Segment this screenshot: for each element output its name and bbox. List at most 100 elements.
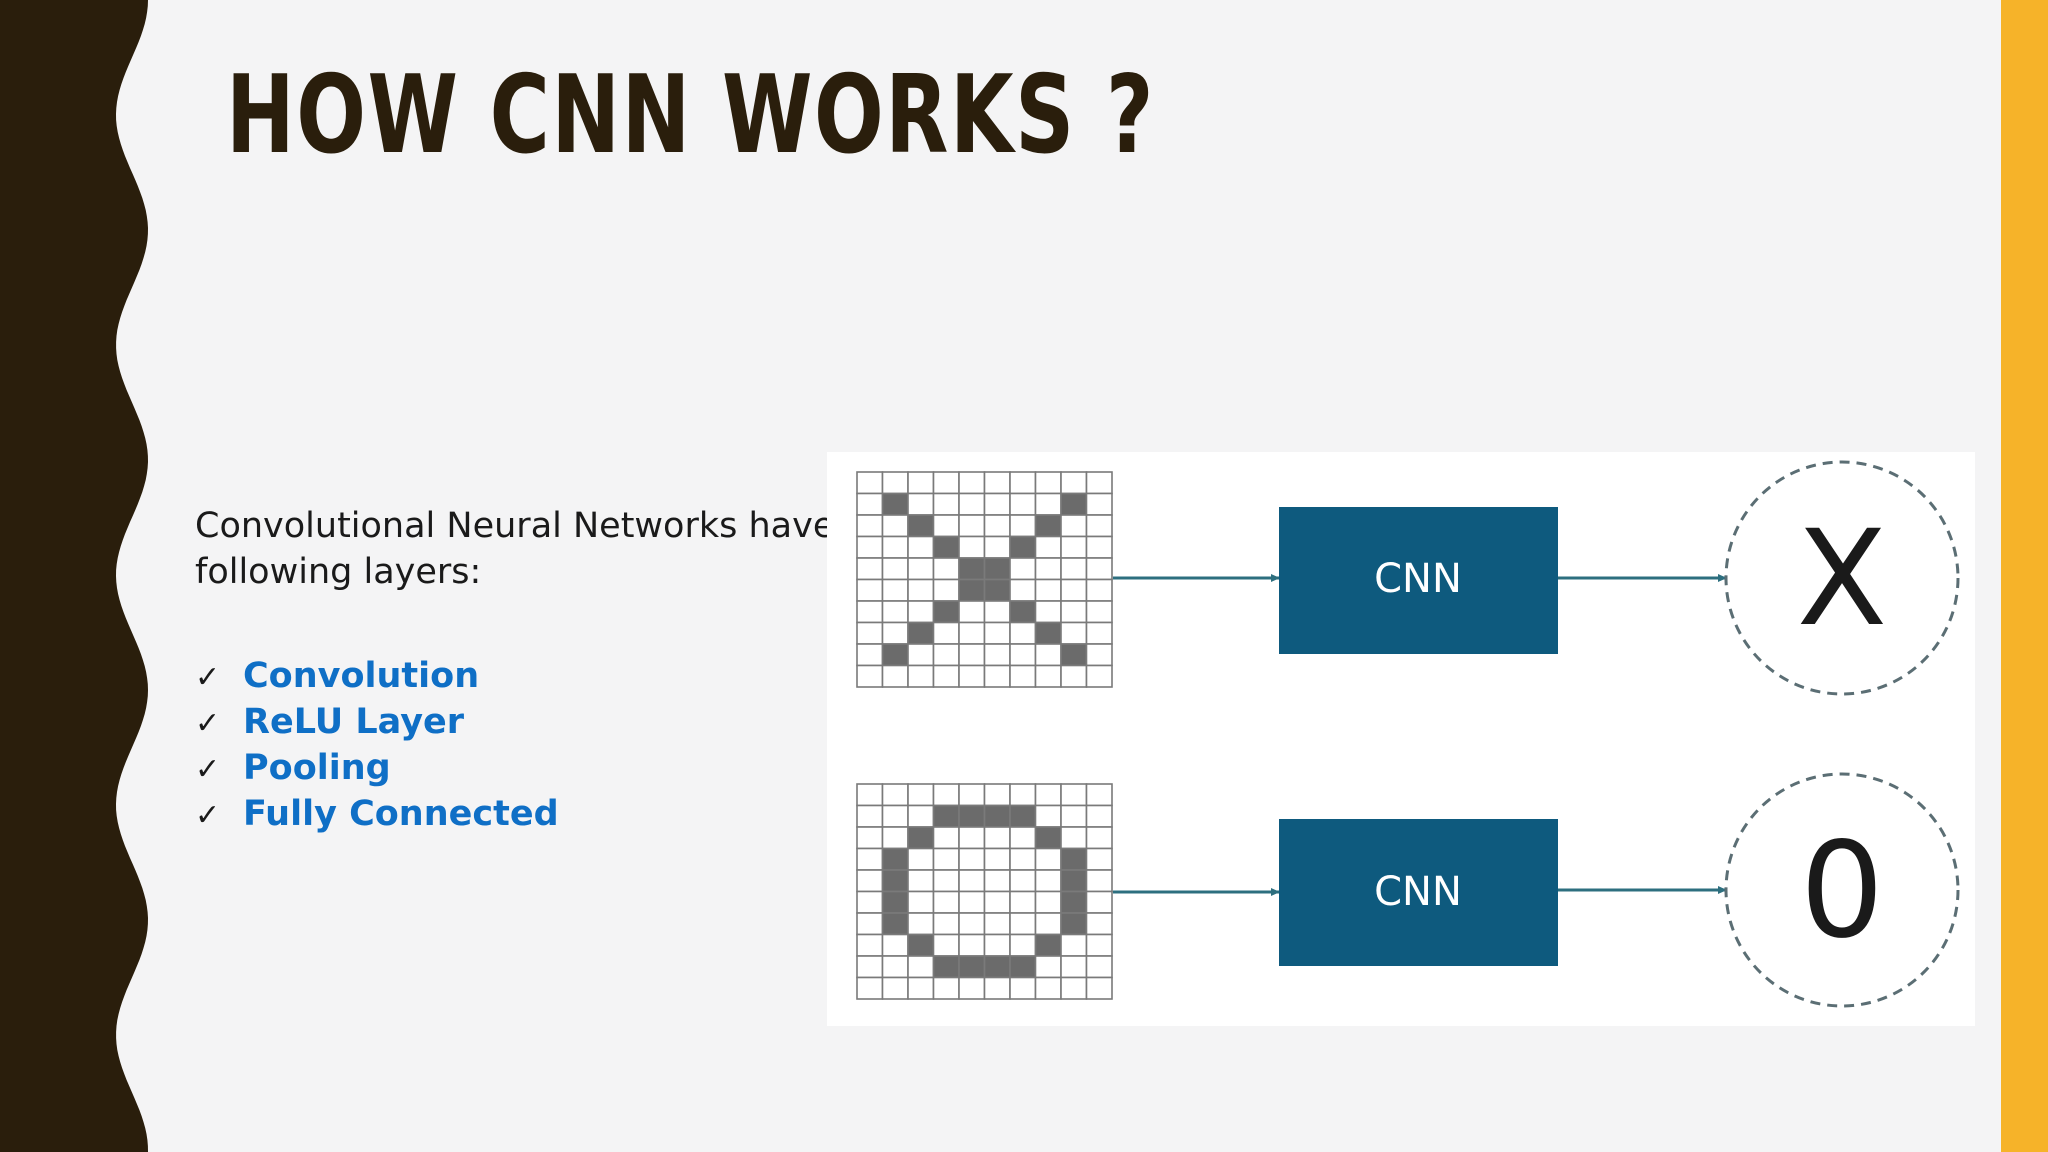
grid-cell <box>983 955 1011 979</box>
grid-cell <box>881 514 909 538</box>
grid-cell <box>932 471 960 495</box>
grid-cell <box>983 557 1011 581</box>
grid-cell <box>1085 600 1113 624</box>
grid-cell <box>881 783 909 807</box>
grid-cell <box>1060 578 1088 602</box>
grid-cell <box>881 535 909 559</box>
grid-cell <box>907 600 935 624</box>
grid-cell <box>958 535 986 559</box>
grid-cell <box>983 976 1011 1000</box>
grid-cell <box>1085 933 1113 957</box>
grid-cell <box>856 492 884 516</box>
grid-cell <box>932 535 960 559</box>
grid-cell <box>907 535 935 559</box>
grid-cell <box>907 826 935 850</box>
grid-cell <box>1060 557 1088 581</box>
grid-cell <box>1060 826 1088 850</box>
grid-cell <box>932 933 960 957</box>
grid-cell <box>1009 847 1037 871</box>
grid-cell <box>881 933 909 957</box>
grid-cell <box>881 600 909 624</box>
grid-cell <box>958 869 986 893</box>
grid-cell <box>1034 912 1062 936</box>
grid-cell <box>881 664 909 688</box>
grid-cell <box>856 783 884 807</box>
grid-cell <box>1009 664 1037 688</box>
grid-cell <box>1034 869 1062 893</box>
left-wave-band <box>0 0 148 1152</box>
grid-cell <box>1085 578 1113 602</box>
grid-cell <box>1034 535 1062 559</box>
grid-cell <box>983 578 1011 602</box>
cnn-diagram: CNN X CNN 0 <box>827 452 1975 1026</box>
grid-cell <box>856 557 884 581</box>
cnn-box <box>1279 507 1558 654</box>
grid-cell <box>983 890 1011 914</box>
grid-cell <box>1085 912 1113 936</box>
output-circle <box>1724 460 1960 696</box>
grid-cell <box>907 514 935 538</box>
grid-cell <box>983 535 1011 559</box>
grid-cell <box>932 976 960 1000</box>
grid-cell <box>958 492 986 516</box>
grid-cell <box>932 955 960 979</box>
grid-cell <box>932 890 960 914</box>
intro-text: Convolutional Neural Networks have follo… <box>195 506 835 592</box>
grid-cell <box>881 955 909 979</box>
grid-cell <box>1085 783 1113 807</box>
grid-cell <box>983 514 1011 538</box>
cnn-diagram-canvas: CNN X CNN 0 <box>856 460 1960 1008</box>
grid-cell <box>932 643 960 667</box>
grid-cell <box>1009 933 1037 957</box>
grid-cell <box>983 600 1011 624</box>
grid-cell <box>1034 783 1062 807</box>
grid-cell <box>1085 514 1113 538</box>
grid-cell <box>932 578 960 602</box>
grid-cell <box>983 869 1011 893</box>
grid-cell <box>856 578 884 602</box>
grid-cell <box>1060 783 1088 807</box>
grid-cell <box>1085 847 1113 871</box>
output-circle <box>1724 772 1960 1008</box>
grid-cell <box>1009 643 1037 667</box>
grid-cell <box>1060 492 1088 516</box>
checkmark-icon: ✓ <box>195 752 221 787</box>
grid-cell <box>1034 955 1062 979</box>
grid-cell <box>856 535 884 559</box>
grid-cell <box>907 664 935 688</box>
diagram-row-x: CNN X <box>856 460 1960 696</box>
grid-cell <box>881 890 909 914</box>
grid-cell <box>1060 976 1088 1000</box>
grid-cell <box>856 471 884 495</box>
grid-cell <box>958 557 986 581</box>
grid-cell <box>907 933 935 957</box>
grid-cell <box>881 976 909 1000</box>
grid-cell <box>983 643 1011 667</box>
grid-cell <box>881 804 909 828</box>
cnn-box-label: CNN <box>1374 556 1462 602</box>
layer-label: Pooling <box>243 748 391 788</box>
grid-cell <box>1085 557 1113 581</box>
grid-cell <box>932 492 960 516</box>
grid-cell <box>881 557 909 581</box>
grid-cell <box>1009 912 1037 936</box>
grid-cell <box>958 578 986 602</box>
grid-cell <box>881 826 909 850</box>
grid-cell <box>907 783 935 807</box>
grid-cell <box>907 955 935 979</box>
grid-cell <box>856 621 884 645</box>
grid-cell <box>1034 621 1062 645</box>
grid-cell <box>958 783 986 807</box>
grid-cell <box>1009 471 1037 495</box>
grid-cell <box>958 847 986 871</box>
grid-cell <box>958 471 986 495</box>
list-item: ✓Fully Connected <box>195 791 559 837</box>
grid-cell <box>856 869 884 893</box>
grid-cell <box>932 664 960 688</box>
grid-cell <box>932 557 960 581</box>
grid-cell <box>856 600 884 624</box>
grid-cell <box>907 976 935 1000</box>
grid-cell <box>1060 664 1088 688</box>
grid-cell <box>1009 514 1037 538</box>
grid-cell <box>958 955 986 979</box>
